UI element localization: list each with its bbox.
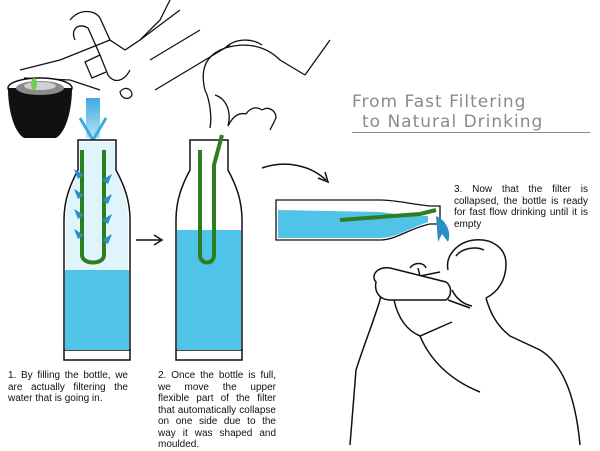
arrow-step2-to-3 (261, 163, 330, 184)
drinking-man-drawing (349, 239, 581, 446)
bottle-2-drawing (175, 134, 243, 361)
arrow-step1-to-2 (136, 234, 164, 246)
caption-step-1: 1. By filling the bottle, we are actuall… (8, 370, 128, 404)
bottle-3-drawing (275, 199, 450, 242)
caption-step-2: 2. Once the bottle is full, we move the … (158, 370, 276, 450)
page-title: From Fast Filtering to Natural Drinking (352, 92, 592, 132)
title-underline (352, 132, 590, 133)
title-line-2: to Natural Drinking (362, 112, 544, 132)
hand-pulling-drawing (202, 39, 331, 131)
caption-step-3: 3. Now that the filter is collapsed, the… (454, 184, 588, 230)
water-jet (86, 98, 100, 138)
bottle-1-drawing (63, 139, 131, 361)
title-line-1: From Fast Filtering (352, 92, 527, 112)
cup-inset-drawing (7, 77, 73, 138)
